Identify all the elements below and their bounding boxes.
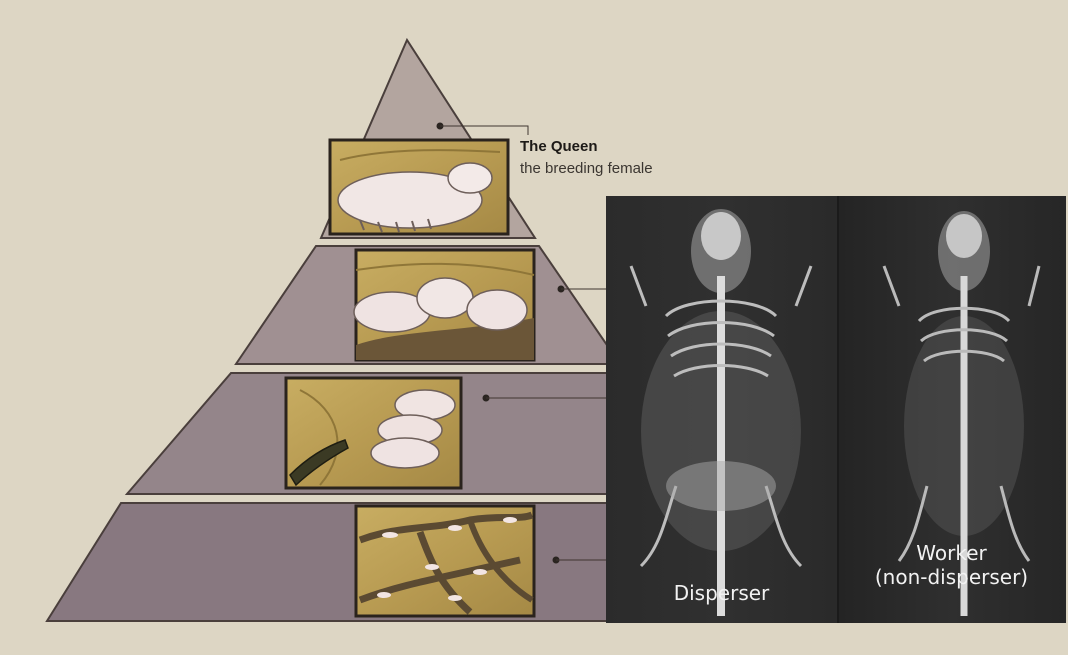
- worker-sublabel: (non-disperser): [837, 565, 1066, 589]
- queen-title: The Queen: [520, 138, 598, 155]
- disperser-label: Disperser: [606, 581, 837, 605]
- queen-subtitle: the breeding female: [520, 160, 653, 177]
- queen-illustration: [330, 140, 508, 234]
- disperser-xray: [606, 196, 837, 623]
- tier4-illustration: [356, 506, 534, 616]
- xray-photo-panel: Disperser Worker (non-disperser): [606, 196, 1066, 623]
- disperser-skeleton-image: [606, 196, 837, 623]
- tier3-illustration: [286, 378, 461, 488]
- worker-label: Worker: [837, 541, 1066, 565]
- tier2-illustration: [354, 250, 534, 360]
